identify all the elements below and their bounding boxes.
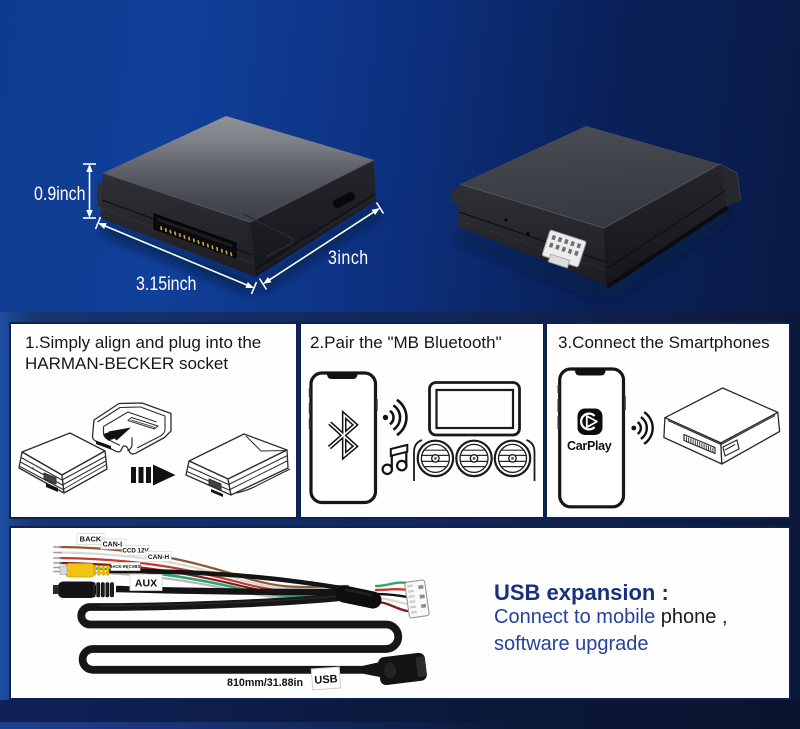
svg-text:CCD 12V: CCD 12V [122,548,149,555]
svg-text:BACK: BACK [80,535,102,544]
svg-text:CAN-L: CAN-L [103,542,125,549]
svg-text:CAN-H: CAN-H [148,554,169,561]
svg-text:AUX: AUX [135,577,157,589]
svg-text:BACK-IN(CVBS): BACK-IN(CVBS) [109,564,142,569]
svg-text:USB: USB [314,673,338,687]
